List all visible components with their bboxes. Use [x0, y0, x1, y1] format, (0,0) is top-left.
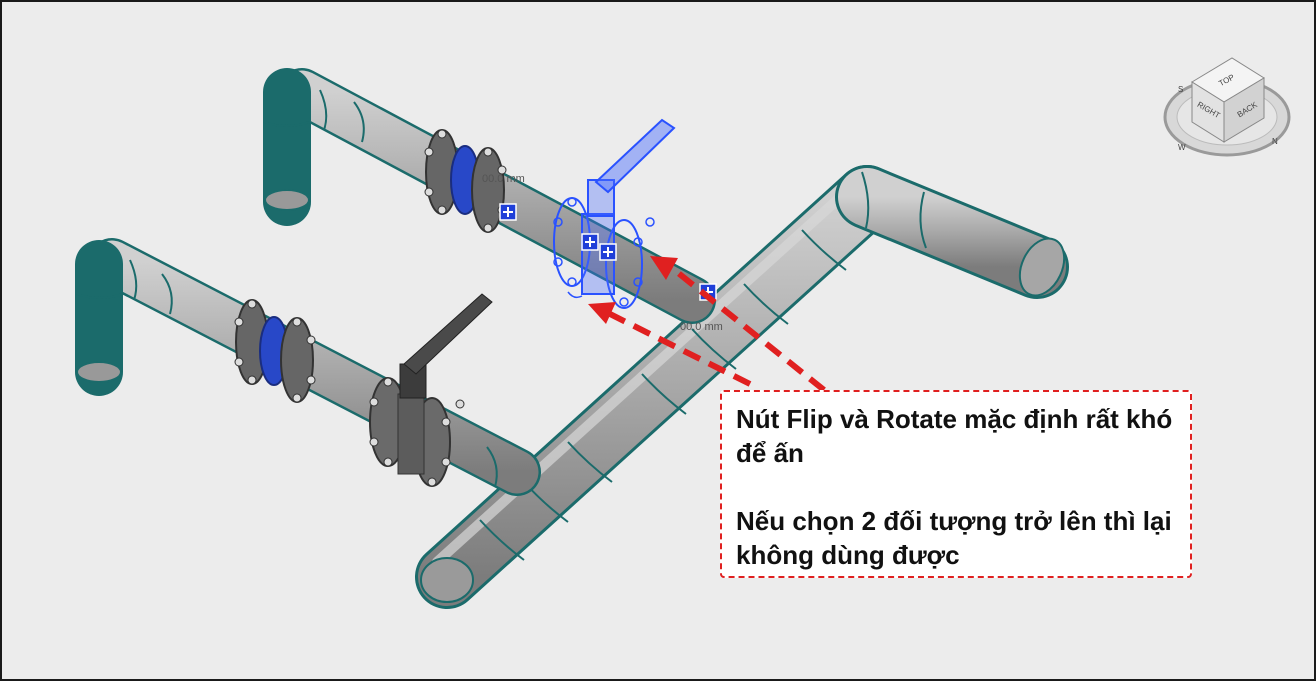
- rotate-control-handle[interactable]: [581, 233, 599, 251]
- view-cube[interactable]: TOP RIGHT BACK S N W: [1163, 57, 1291, 157]
- upper-flange-group: [424, 129, 507, 233]
- callout-line-1: Nút Flip và Rotate mặc định rất khó để ấ…: [736, 404, 1173, 468]
- butterfly-valve-unselected[interactable]: [369, 293, 493, 487]
- lower-flange-group: [234, 299, 316, 403]
- flip-control-handle[interactable]: [499, 203, 517, 221]
- flip-control-handle-2[interactable]: [599, 243, 617, 261]
- annotation-callout: Nút Flip và Rotate mặc định rất khó để ấ…: [720, 390, 1192, 578]
- compass-n-label: N: [1272, 137, 1278, 146]
- compass-s-label: S: [1178, 85, 1183, 94]
- compass-w-label: W: [1178, 143, 1186, 152]
- callout-line-2: Nếu chọn 2 đối tượng trở lên thì lại khô…: [736, 506, 1172, 570]
- dimension-label-bottom: 00.0 mm: [680, 321, 723, 333]
- annotation-arrows: [588, 256, 826, 393]
- dimension-label-top: 00.0 mm: [482, 173, 525, 185]
- main-pipe: [415, 165, 1069, 609]
